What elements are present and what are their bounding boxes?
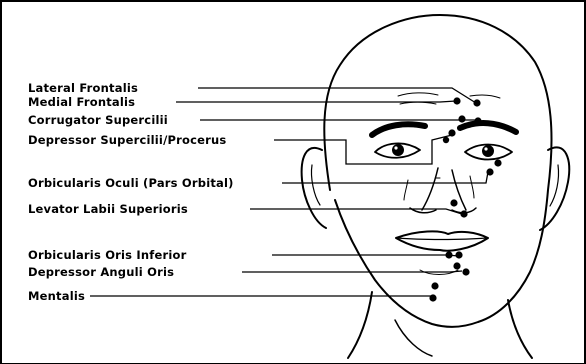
dot-medial-frontalis xyxy=(453,97,460,104)
left-eyebrow xyxy=(372,124,425,135)
label-lateral-frontalis: Lateral Frontalis xyxy=(28,81,138,95)
label-medial-frontalis: Medial Frontalis xyxy=(28,95,135,109)
label-orbicularis-oculi: Orbicularis Oculi (Pars Orbital) xyxy=(28,176,234,190)
dot-corrugator-1 xyxy=(458,115,465,122)
dot-depressor-supercilii-2 xyxy=(443,137,449,143)
leader-orbicularis-oris xyxy=(272,255,458,256)
dot-depressor-anguli-1 xyxy=(453,262,460,269)
leader-lateral-frontalis xyxy=(198,88,476,103)
label-orbicularis-oris-inferior: Orbicularis Oris Inferior xyxy=(28,248,187,262)
dot-lateral-frontalis xyxy=(473,99,480,106)
dot-levator-labii-2 xyxy=(460,210,467,217)
dot-corrugator-2 xyxy=(474,117,481,124)
labels: Lateral Frontalis Medial Frontalis Corru… xyxy=(28,81,234,303)
label-depressor-supercilii-procerus: Depressor Supercilii/Procerus xyxy=(28,133,226,147)
label-depressor-anguli-oris: Depressor Anguli Oris xyxy=(28,265,174,279)
leader-depressor-supercilii xyxy=(274,135,452,164)
leader-orbicularis-oculi xyxy=(282,172,488,183)
leader-medial-frontalis xyxy=(176,101,456,102)
right-eyebrow xyxy=(460,123,516,132)
face-illustration xyxy=(302,15,570,358)
nose xyxy=(422,168,466,210)
dot-orbicularis-oris-1 xyxy=(445,251,452,258)
dot-depressor-supercilii-1 xyxy=(448,129,455,136)
dot-orbicularis-oculi-1 xyxy=(494,159,501,166)
dot-mentalis-1 xyxy=(431,282,438,289)
mouth xyxy=(396,231,488,250)
leader-depressor-anguli-oris xyxy=(242,271,462,272)
dot-orbicularis-oris-2 xyxy=(455,251,462,258)
label-mentalis: Mentalis xyxy=(28,289,85,303)
dot-mentalis-2 xyxy=(429,294,436,301)
label-corrugator-supercilii: Corrugator Supercilii xyxy=(28,113,168,127)
label-levator-labii-superioris: Levator Labii Superioris xyxy=(28,202,188,216)
neck xyxy=(348,292,372,358)
dot-levator-labii-1 xyxy=(450,199,457,206)
dot-orbicularis-oculi-2 xyxy=(486,168,493,175)
dot-depressor-anguli-2 xyxy=(462,268,469,275)
